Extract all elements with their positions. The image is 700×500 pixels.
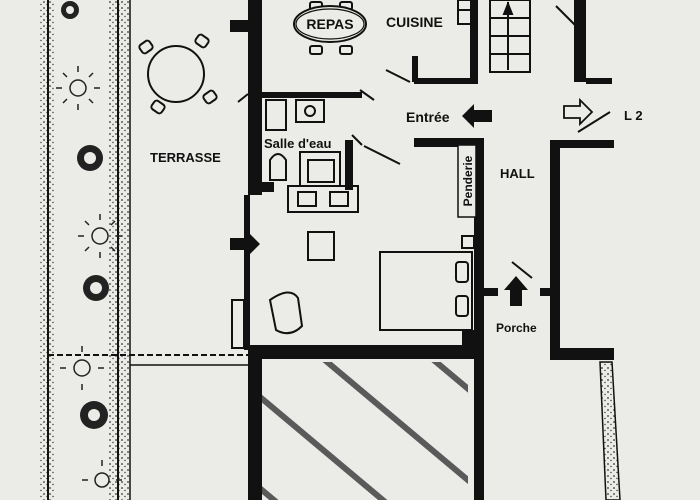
terrace-table-icon: [138, 33, 218, 115]
entree-label: Entrée: [406, 109, 450, 125]
cuisine-label: CUISINE: [386, 14, 443, 30]
flower-icon: [82, 460, 122, 488]
arrow-right-icon: [230, 232, 260, 256]
flower-icon: [60, 346, 104, 390]
salle-deau-label: Salle d'eau: [264, 136, 331, 151]
bathroom-fixtures: [265, 99, 359, 213]
arrow-right-outline-icon: [563, 97, 594, 127]
svg-text:REPAS: REPAS: [306, 16, 353, 32]
terrasse-label: TERRASSE: [150, 150, 221, 165]
repas-label: REPAS: [295, 8, 365, 40]
flower-icon: [78, 214, 122, 258]
stairs: [489, 0, 531, 73]
bush-icon: [83, 275, 109, 301]
door-swing: [237, 5, 611, 279]
porche-label: Porche: [496, 321, 537, 335]
hall-label: HALL: [500, 166, 535, 181]
arrow-up-icon: [504, 276, 528, 306]
svg-text:Penderie: Penderie: [461, 155, 475, 206]
dining-table-icon: [293, 1, 367, 55]
bedroom-furniture: [231, 231, 475, 349]
flower-icon: [56, 66, 100, 110]
bush-icon: [61, 1, 79, 19]
bush-icon: [77, 145, 103, 171]
exterior-edge: [599, 361, 621, 500]
arrow-right-icon: [230, 14, 260, 38]
kitchen-counter: [457, 0, 473, 25]
garden-strip: [40, 0, 250, 500]
l2-label: L 2: [624, 108, 643, 123]
penderie-label: Penderie: [457, 144, 477, 218]
bush-icon: [80, 401, 108, 429]
arrow-left-icon: [462, 104, 492, 128]
hatched-area: [262, 362, 468, 500]
